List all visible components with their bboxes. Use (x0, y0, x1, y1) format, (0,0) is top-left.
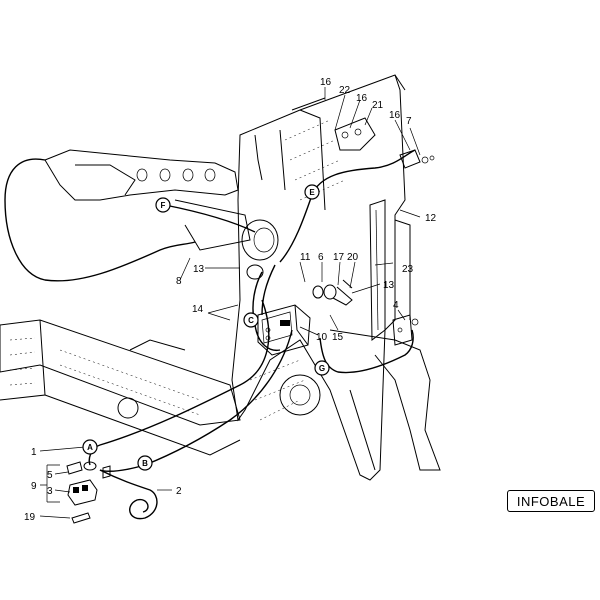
leader-lines (39, 87, 421, 519)
part-label-1: 1 (31, 447, 37, 458)
part-label-3: 3 (47, 486, 53, 497)
part-labels: 1 2 3 4 5 6 7 8 9 10 11 12 13 13 14 15 1… (24, 77, 437, 523)
connector-a-label: A (87, 443, 93, 452)
part-label-2: 2 (176, 486, 182, 497)
part-label-11: 11 (300, 252, 311, 263)
part-label-16b: 16 (356, 93, 368, 104)
upper-arm (44, 149, 279, 280)
connector-b: B (137, 455, 153, 471)
part-label-8: 8 (176, 276, 182, 287)
connector-markers: A B C E F G (82, 184, 330, 471)
lower-components (66, 461, 111, 524)
part-label-21: 21 (372, 100, 384, 111)
part-label-6: 6 (318, 252, 324, 263)
part-label-22: 22 (339, 85, 351, 96)
part-label-14: 14 (192, 304, 204, 315)
connector-e: E (304, 184, 320, 200)
connector-c: C (243, 312, 259, 328)
part-label-7: 7 (406, 116, 412, 127)
part-label-5: 5 (47, 470, 53, 481)
part-label-23: 23 (402, 264, 414, 275)
connector-f: F (155, 197, 171, 213)
connector-c-label: C (248, 316, 254, 325)
sensor-rail (369, 199, 386, 342)
part-label-13b: 13 (383, 280, 395, 291)
sensor-components (312, 279, 353, 306)
part-label-9: 9 (31, 481, 37, 492)
connector-a: A (82, 439, 98, 455)
upper-bracket (291, 97, 435, 169)
part-label-4: 4 (393, 300, 399, 311)
main-frame (117, 74, 441, 481)
connector-f-label: F (161, 201, 166, 210)
part-label-17: 17 (333, 252, 345, 263)
connector-b-label: B (142, 459, 148, 468)
part-label-16c: 16 (389, 110, 401, 121)
infobale-badge: INFOBALE (507, 490, 595, 512)
lower-beam (0, 319, 241, 456)
part-label-19: 19 (24, 512, 36, 523)
part-label-13a: 13 (193, 264, 205, 275)
cable-harness (4, 149, 416, 520)
connector-e-label: E (309, 188, 315, 197)
connector-g: G (314, 360, 330, 376)
part-label-10: 10 (316, 332, 328, 343)
part-label-15: 15 (332, 332, 344, 343)
part-label-12: 12 (425, 213, 437, 224)
part-label-16a: 16 (320, 77, 332, 88)
part-label-20: 20 (347, 252, 359, 263)
right-bracket (392, 314, 419, 346)
control-box (257, 304, 311, 356)
connector-g-label: G (319, 364, 325, 373)
